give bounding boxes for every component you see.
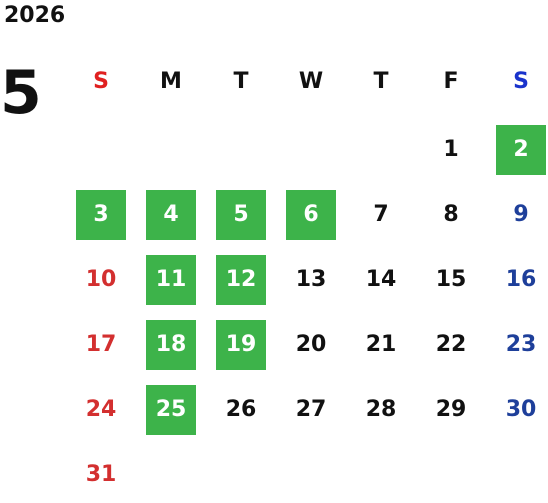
- calendar-day[interactable]: 15: [435, 267, 467, 292]
- calendar-day[interactable]: 31: [85, 462, 117, 487]
- calendar-day[interactable]: 7: [373, 202, 389, 227]
- calendar-day[interactable]: 8: [443, 202, 459, 227]
- calendar-day[interactable]: 16: [505, 267, 537, 292]
- calendar-day[interactable]: 4: [146, 190, 196, 240]
- calendar-day[interactable]: 13: [295, 267, 327, 292]
- weekday-header: F: [443, 69, 459, 94]
- calendar-day[interactable]: 30: [505, 397, 537, 422]
- calendar-day[interactable]: 29: [435, 397, 467, 422]
- weekday-header: T: [373, 69, 389, 94]
- month-number: 5: [0, 58, 42, 128]
- calendar-day[interactable]: 21: [365, 332, 397, 357]
- calendar-day[interactable]: 20: [295, 332, 327, 357]
- calendar-day[interactable]: 17: [85, 332, 117, 357]
- calendar-day[interactable]: 5: [216, 190, 266, 240]
- weekday-header: W: [298, 69, 324, 94]
- calendar-day[interactable]: 28: [365, 397, 397, 422]
- calendar-day[interactable]: 3: [76, 190, 126, 240]
- calendar-day[interactable]: 1: [443, 137, 459, 162]
- calendar-day[interactable]: 22: [435, 332, 467, 357]
- calendar-day[interactable]: 18: [146, 320, 196, 370]
- weekday-header: M: [160, 69, 182, 94]
- calendar-day[interactable]: 27: [295, 397, 327, 422]
- year-label: 2026: [4, 3, 66, 28]
- calendar-day[interactable]: 26: [225, 397, 257, 422]
- calendar-day[interactable]: 23: [505, 332, 537, 357]
- calendar-day[interactable]: 2: [496, 125, 546, 175]
- calendar-day[interactable]: 25: [146, 385, 196, 435]
- weekday-header: S: [513, 69, 529, 94]
- calendar-day[interactable]: 24: [85, 397, 117, 422]
- calendar-day[interactable]: 9: [513, 202, 529, 227]
- calendar-day[interactable]: 14: [365, 267, 397, 292]
- calendar-day[interactable]: 10: [85, 267, 117, 292]
- calendar-day[interactable]: 19: [216, 320, 266, 370]
- calendar-day[interactable]: 12: [216, 255, 266, 305]
- calendar-day[interactable]: 11: [146, 255, 196, 305]
- weekday-header: T: [233, 69, 249, 94]
- calendar-day[interactable]: 6: [286, 190, 336, 240]
- weekday-header: S: [93, 69, 109, 94]
